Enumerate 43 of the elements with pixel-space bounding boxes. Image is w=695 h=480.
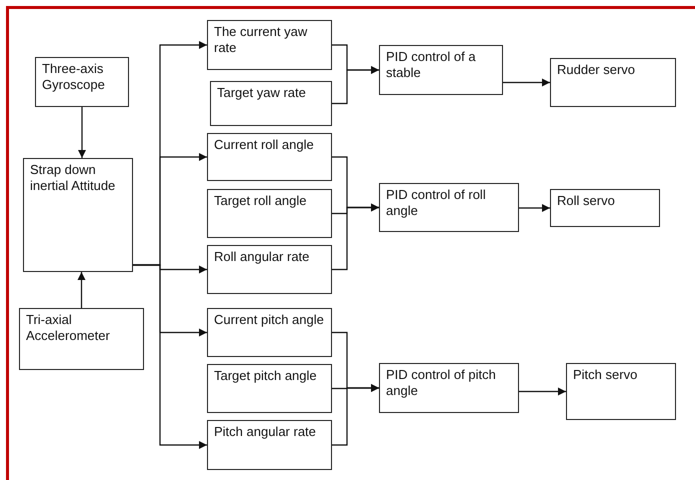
process-box	[35, 57, 129, 107]
box-label: Target pitch angle	[214, 368, 318, 384]
box-label: Roll angular rate	[214, 249, 310, 265]
arrow	[503, 78, 550, 86]
box-label: Target roll angle	[214, 193, 308, 209]
box-label: Target yaw rate	[217, 85, 307, 101]
process-box	[207, 20, 332, 70]
process-box	[566, 363, 676, 420]
box-label: Strap down inertial Attitude	[30, 162, 116, 194]
process-box	[379, 363, 519, 413]
box-label: PID control of roll angle	[386, 187, 487, 219]
box-label: Pitch servo	[573, 367, 638, 383]
process-box	[207, 420, 332, 470]
process-box	[210, 81, 332, 126]
box-label: Roll servo	[557, 193, 616, 209]
process-box	[207, 133, 332, 181]
box-label: PID control of a stable	[386, 49, 477, 81]
box-label: Tri-axial Accelerometer	[26, 312, 111, 344]
process-box	[207, 189, 332, 238]
process-box	[207, 245, 332, 294]
box-label: The current yaw rate	[214, 24, 308, 56]
box-label: Current roll angle	[214, 137, 315, 153]
arrow	[133, 264, 207, 449]
box-label: Three-axis Gyroscope	[42, 61, 106, 93]
process-box	[379, 45, 503, 95]
process-box	[550, 58, 676, 107]
arrow	[332, 66, 379, 104]
process-box	[207, 364, 332, 413]
arrow	[78, 107, 86, 158]
arrow	[519, 204, 550, 212]
box-label: Pitch angular rate	[214, 424, 317, 440]
arrow	[332, 384, 379, 446]
process-box	[207, 308, 332, 357]
process-box	[23, 158, 133, 272]
arrow	[519, 388, 566, 396]
box-label: Current pitch angle	[214, 312, 325, 328]
process-box	[379, 183, 519, 232]
box-label: PID control of pitch angle	[386, 367, 497, 399]
arrow	[78, 272, 86, 308]
process-box	[550, 189, 660, 227]
arrow	[332, 204, 379, 270]
process-box	[19, 308, 144, 370]
box-label: Rudder servo	[557, 62, 636, 78]
